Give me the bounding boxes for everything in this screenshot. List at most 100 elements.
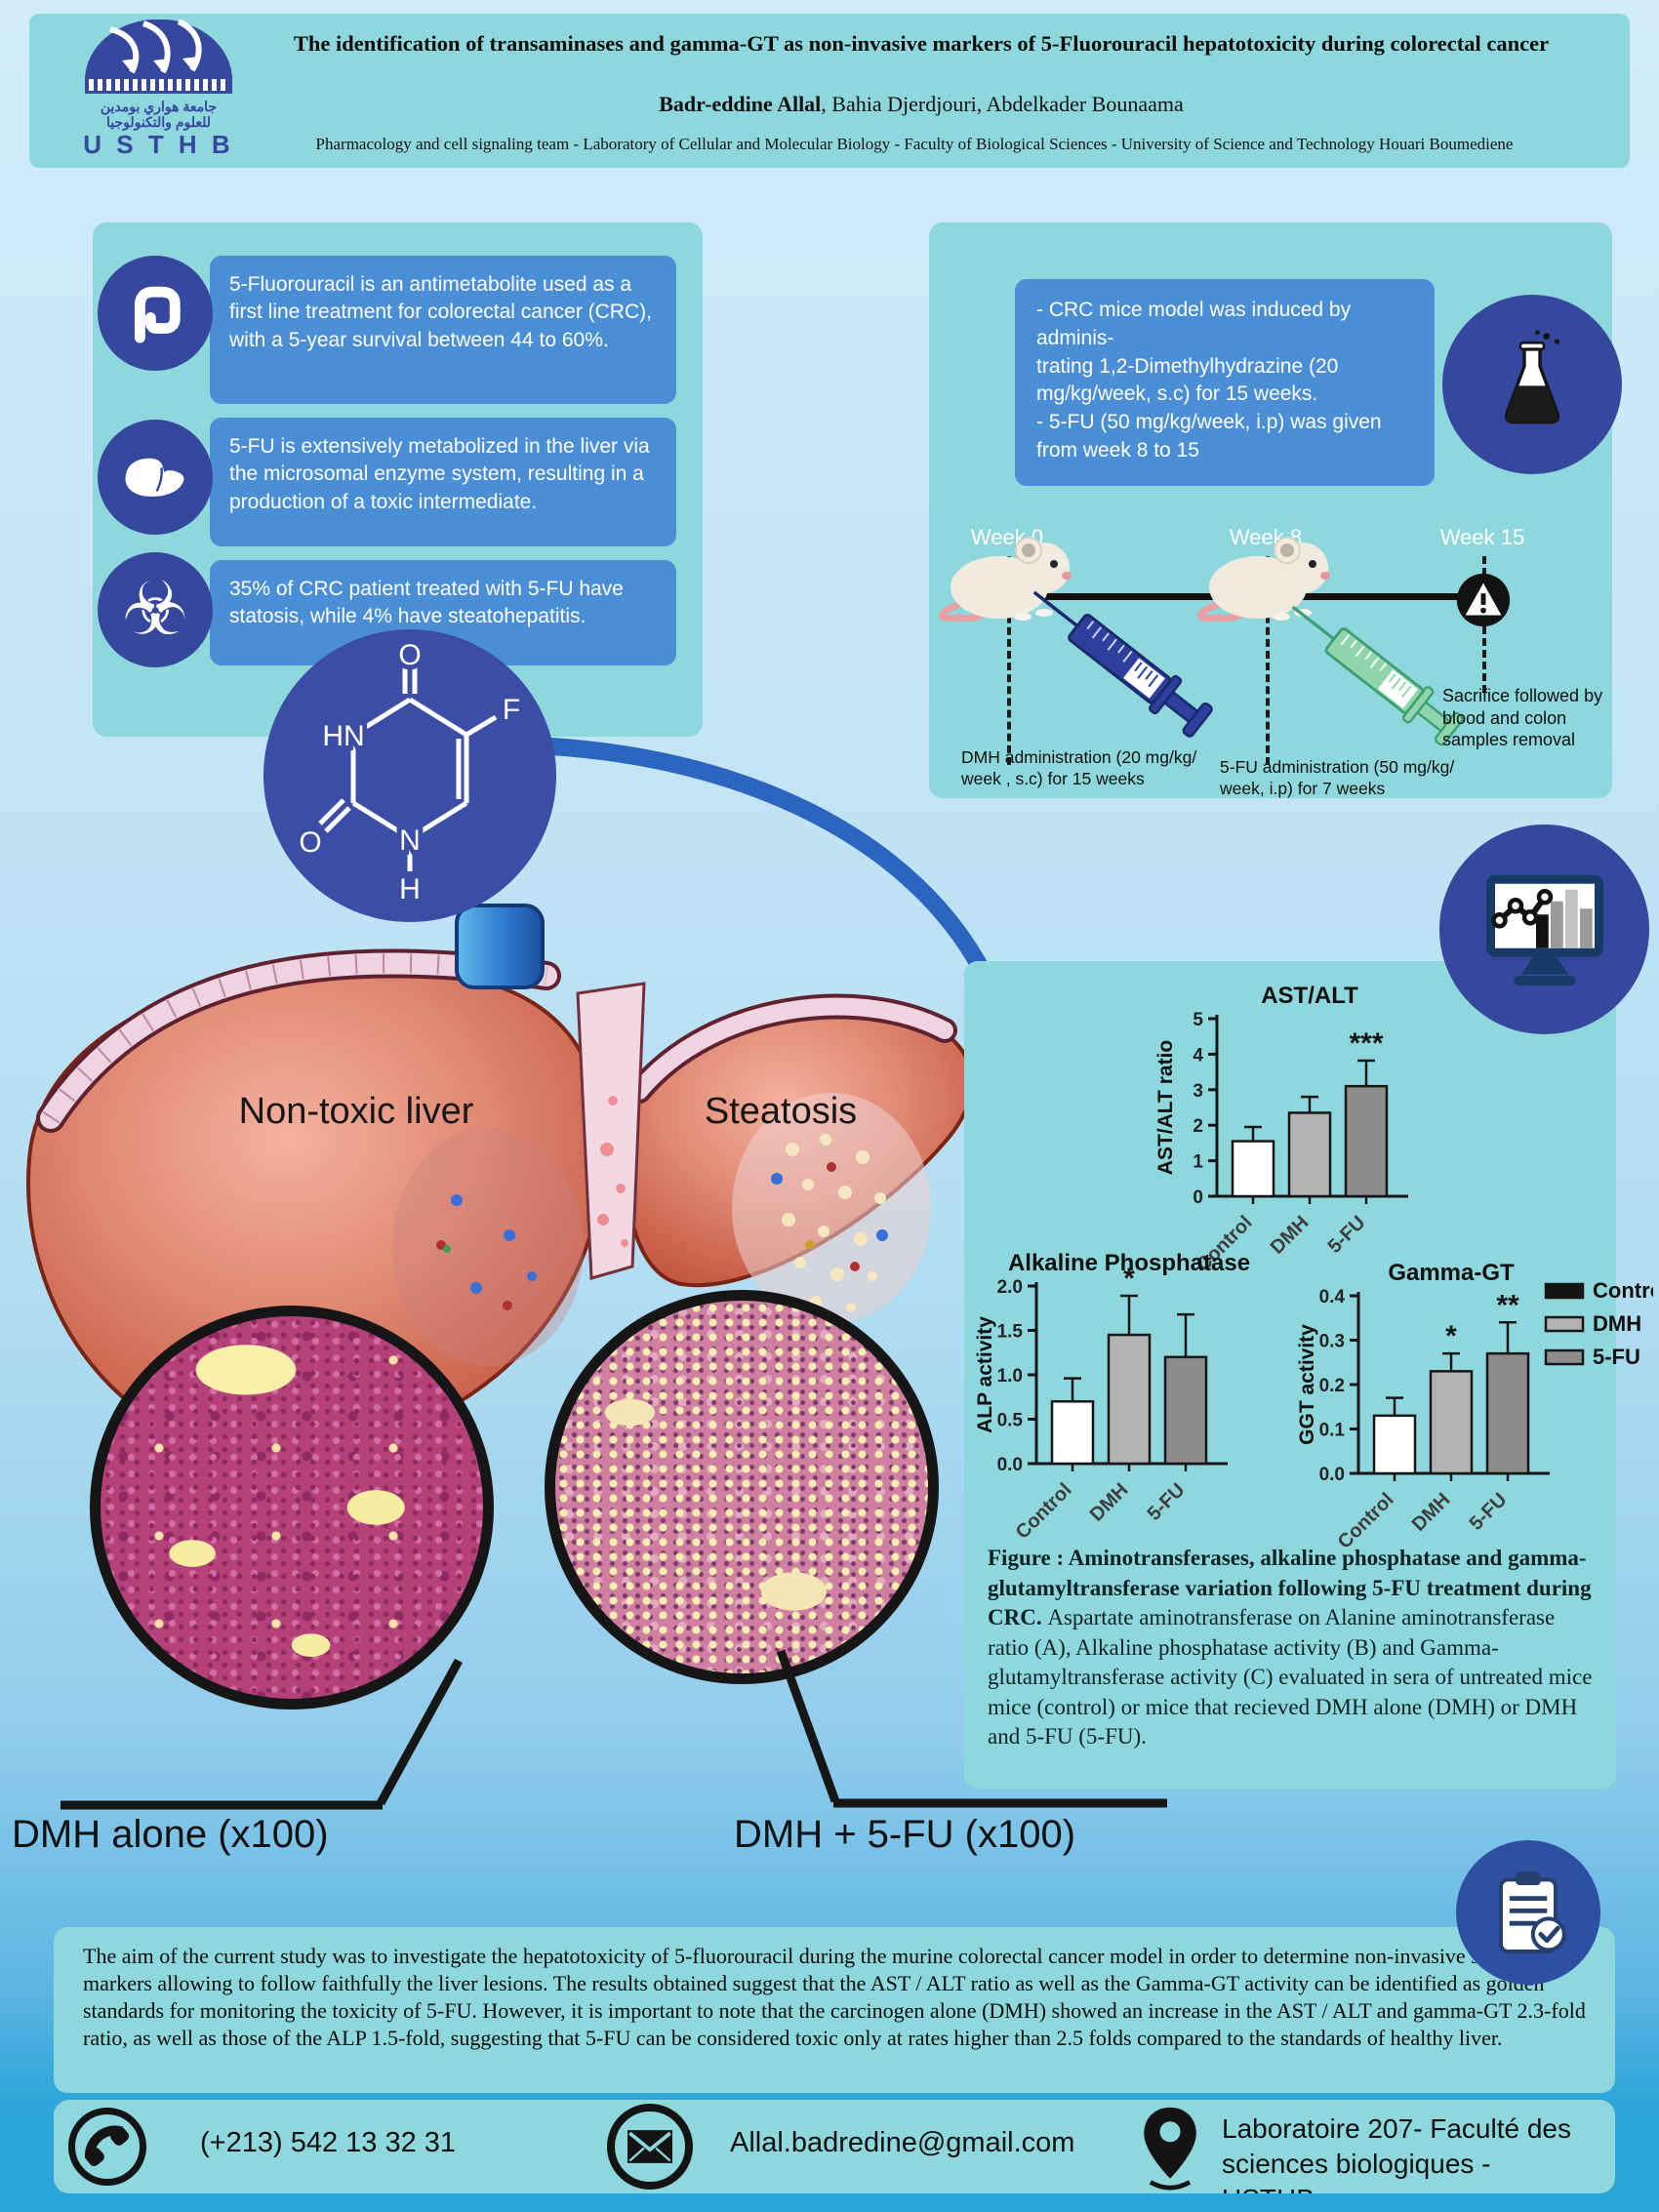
svg-text:AST/ALT ratio: AST/ALT ratio	[1156, 1040, 1177, 1175]
chart-ggt: Gamma-GT0.00.10.20.30.4Control*DMH**5-FU…	[1298, 1261, 1550, 1553]
atom-hn: HN	[322, 720, 364, 752]
colon-icon	[98, 256, 213, 371]
svg-text:Control: Control	[1012, 1479, 1076, 1544]
biohazard-icon: ☣	[98, 552, 213, 667]
svg-text:Control: Control	[1593, 1278, 1653, 1303]
micrograph-label-dmh-5fu: DMH + 5-FU (x100)	[734, 1813, 1076, 1856]
svg-text:4: 4	[1193, 1045, 1203, 1066]
atom-f: F	[503, 694, 520, 726]
svg-text:0: 0	[1193, 1187, 1203, 1208]
sacrifice-marker-icon	[1456, 573, 1511, 627]
methods-text: - CRC mice model was induced by adminis-…	[1036, 299, 1382, 462]
molecule-circle: O HN O N H F	[263, 629, 556, 922]
svg-text:0.0: 0.0	[997, 1455, 1023, 1475]
figure-caption-regular: Aspartate aminotransferase on Alanine am…	[988, 1605, 1593, 1749]
svg-text:GGT activity: GGT activity	[1298, 1324, 1318, 1445]
timeline-caption-sacrifice: Sacrifice followed by blood and colon sa…	[1442, 686, 1603, 749]
intro-box-2: 5-FU is extensively metabolized in the l…	[210, 418, 676, 546]
figure-caption: Figure : Aminotransferases, alkaline pho…	[988, 1544, 1600, 1752]
svg-text:DMH: DMH	[1267, 1212, 1314, 1259]
intro-text-3: 35% of CRC patient treated with 5-FU hav…	[229, 578, 624, 628]
svg-text:0.5: 0.5	[997, 1411, 1024, 1431]
footer-bar	[54, 2100, 1615, 2193]
poster-title: The identification of transaminases and …	[293, 31, 1550, 56]
svg-text:0.4: 0.4	[1319, 1287, 1346, 1307]
methods-box: - CRC mice model was induced by adminis-…	[1015, 279, 1435, 486]
usthb-logo-icon	[85, 19, 232, 94]
svg-text:1.5: 1.5	[997, 1322, 1024, 1343]
biohazard-glyph: ☣	[121, 568, 189, 651]
svg-text:2.0: 2.0	[997, 1277, 1023, 1298]
svg-text:1.0: 1.0	[997, 1366, 1023, 1387]
mouse-week8	[1197, 537, 1330, 623]
svg-text:ALP activity: ALP activity	[976, 1316, 996, 1433]
aim-text: The aim of the current study was to inve…	[83, 1944, 1586, 2050]
intro-box-3: 35% of CRC patient treated with 5-FU hav…	[210, 560, 676, 665]
flask-icon	[1442, 295, 1622, 474]
liver-illustration	[26, 904, 975, 1460]
timeline-dash-week0	[1007, 556, 1011, 765]
svg-text:0.3: 0.3	[1319, 1332, 1345, 1352]
phone-number: (+213) 542 13 32 31	[200, 2127, 457, 2158]
clipboard-check-icon	[1456, 1840, 1600, 1985]
location-pin-icon	[1144, 2107, 1196, 2191]
mouse-week0	[939, 537, 1072, 623]
email-icon	[607, 2104, 693, 2190]
dmh-syringe	[1032, 590, 1213, 738]
label-steatosis: Steatosis	[704, 1091, 858, 1132]
svg-text:5-FU: 5-FU	[1466, 1489, 1512, 1535]
atom-h: H	[399, 873, 421, 905]
logo-acronym: U S T H B	[83, 130, 234, 160]
chart-monitor-icon	[1439, 824, 1649, 1034]
atom-o-top: O	[398, 639, 421, 671]
fu-syringe	[1291, 605, 1464, 746]
svg-text:*: *	[1445, 1320, 1457, 1352]
svg-text:0.2: 0.2	[1319, 1376, 1345, 1396]
svg-text:***: ***	[1349, 1027, 1383, 1060]
authors-line: Badr-eddine Allal, Bahia Djerdjouri, Abd…	[234, 92, 1608, 117]
micrograph-dmh	[90, 1306, 494, 1709]
svg-text:5-FU: 5-FU	[1593, 1345, 1640, 1369]
svg-text:0.0: 0.0	[1319, 1465, 1345, 1485]
atom-n: N	[399, 824, 421, 857]
liver-icon	[98, 420, 213, 535]
bottom-strip	[0, 2193, 1659, 2212]
email-address: Allal.badredine@gmail.com	[730, 2127, 1075, 2158]
svg-text:DMH: DMH	[1593, 1311, 1641, 1336]
svg-text:2: 2	[1193, 1116, 1203, 1137]
micrograph-label-dmh: DMH alone (x100)	[12, 1813, 329, 1856]
svg-text:DMH: DMH	[1086, 1479, 1133, 1526]
svg-text:Alkaline Phosphatase: Alkaline Phosphatase	[1008, 1251, 1250, 1276]
intro-text-1: 5-Fluorouracil is an antimetabolite used…	[229, 273, 652, 351]
logo-arabic-line1: جامعة هواري بومدين	[100, 99, 218, 114]
atom-o-left: O	[299, 826, 321, 859]
svg-text:5-FU: 5-FU	[1144, 1479, 1190, 1525]
figure-caption-bold: Figure : Aminotransferases, alkaline pho…	[988, 1546, 1592, 1630]
svg-text:1: 1	[1193, 1152, 1203, 1173]
intro-box-1: 5-Fluorouracil is an antimetabolite used…	[210, 256, 676, 404]
label-nontoxic-liver: Non-toxic liver	[238, 1091, 474, 1132]
affiliation: Pharmacology and cell signaling team - L…	[315, 135, 1514, 153]
svg-text:5-FU: 5-FU	[1324, 1212, 1370, 1258]
svg-text:*: *	[1123, 1263, 1135, 1295]
logo-arabic-line2: للعلوم والتكنولوجيا	[105, 114, 212, 131]
svg-text:0.1: 0.1	[1319, 1421, 1346, 1441]
chart-alp: Alkaline Phosphatase 0.0 0.5 1.0 1.5 2.0Contr…	[976, 1251, 1250, 1544]
usthb-logo: جامعة هواري بومدين للعلوم والتكنولوجيا U…	[73, 19, 244, 166]
author-first: Badr-eddine Allal	[659, 92, 822, 116]
5fu-structure: O HN O N H F	[294, 634, 525, 910]
week-15-label: Week 15	[1439, 525, 1525, 549]
authors-rest: , Bahia Djerdjouri, Abdelkader Bounaama	[821, 92, 1184, 116]
svg-text:**: **	[1496, 1289, 1519, 1321]
svg-text:Gamma-GT: Gamma-GT	[1388, 1261, 1515, 1286]
timeline-caption-dmh: DMH administration (20 mg/kg/ week , s.c…	[961, 747, 1197, 788]
micrograph-dmh-5fu	[545, 1290, 939, 1684]
svg-text:DMH: DMH	[1408, 1489, 1455, 1536]
aim-box: The aim of the current study was to inve…	[54, 1927, 1615, 2093]
svg-text:3: 3	[1193, 1081, 1203, 1102]
timeline-caption-fu: 5-FU administration (50 mg/kg/ week, i.p…	[1220, 757, 1455, 798]
micrograph-callout-lines	[61, 1649, 1167, 1810]
